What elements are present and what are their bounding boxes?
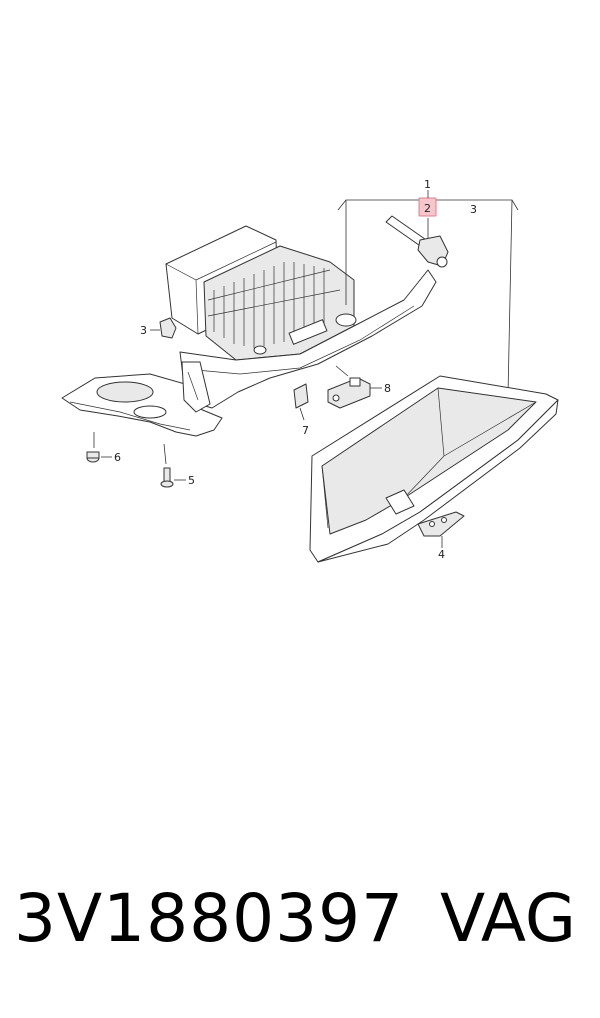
footer: 3V1880397 VAG	[0, 880, 600, 990]
latch-catch-part	[327, 377, 371, 409]
part-number: 3V1880397	[14, 880, 405, 957]
glovebox-tray	[309, 375, 559, 563]
screw-part	[160, 467, 174, 488]
glovebox-housing	[61, 225, 437, 437]
callout-7[interactable]: 7	[302, 424, 309, 437]
callout-3-left[interactable]: 3	[140, 324, 147, 337]
callout-4[interactable]: 4	[438, 548, 445, 561]
highlight-box-part-2	[418, 197, 437, 217]
callout-6[interactable]: 6	[114, 451, 121, 464]
small-clip-part	[293, 383, 309, 409]
parts-exploded-diagram: 1 2 3 3 8 7 6 5 4	[61, 178, 559, 563]
clip-part	[159, 317, 177, 339]
hinge-part	[417, 511, 465, 537]
lock-rod-part	[385, 215, 449, 268]
brand-name: VAG	[440, 880, 577, 957]
nut-part	[86, 451, 100, 463]
callout-5[interactable]: 5	[188, 474, 195, 487]
callout-8[interactable]: 8	[384, 382, 391, 395]
callout-1[interactable]: 1	[424, 178, 431, 191]
callout-3-right[interactable]: 3	[470, 203, 477, 216]
callout-2[interactable]: 2	[424, 202, 431, 215]
